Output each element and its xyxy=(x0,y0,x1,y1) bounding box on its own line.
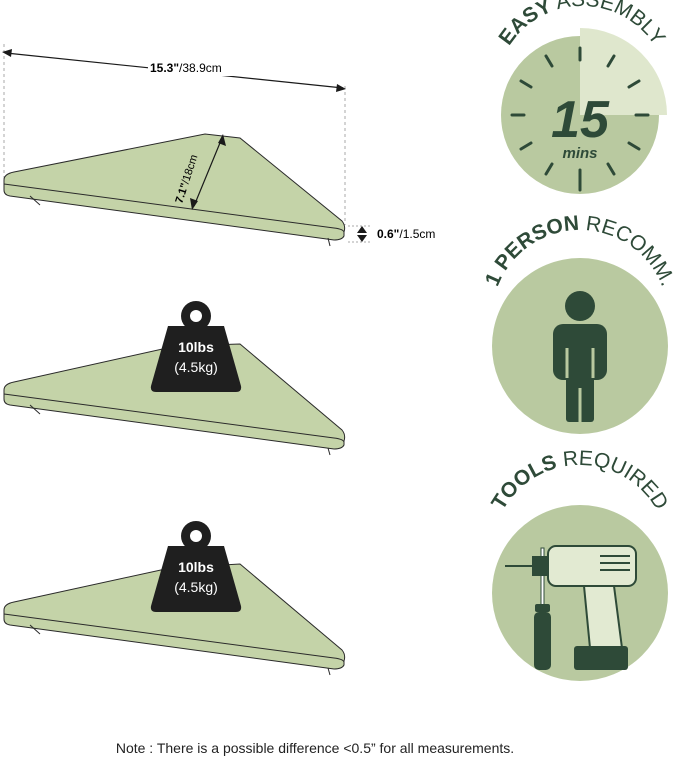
weight-badge-2: 10lbs (4.5kg) xyxy=(150,521,242,612)
clock-icon xyxy=(510,46,650,192)
assembly-unit: mins xyxy=(562,145,597,162)
drill-icon xyxy=(505,545,637,670)
width-label: 15.3"/38.9cm xyxy=(150,61,222,75)
width-arrow-right-icon xyxy=(336,84,346,92)
assembly-minutes: 15 xyxy=(551,91,610,149)
thickness-label: 0.6"/1.5cm xyxy=(377,227,435,241)
weight-kg: (4.5kg) xyxy=(174,359,218,375)
feature-tools-required: TOOLS REQUIRED xyxy=(487,447,673,681)
shelf-weight-drawing-2: 10lbs (4.5kg) xyxy=(3,521,346,676)
shelf-weight-drawing-1: 10lbs (4.5kg) xyxy=(3,301,346,456)
feature-one-person: 1 PERSON RECOMM. xyxy=(481,212,679,434)
shelf-1 xyxy=(3,133,346,241)
timer-wedge xyxy=(580,28,667,115)
tools-required-heading: TOOLS REQUIRED xyxy=(487,447,672,514)
weight-lbs: 10lbs xyxy=(178,339,214,355)
feature-easy-assembly: EASY ASSEMBLY 15 mins xyxy=(494,0,670,194)
weight-badge-1: 10lbs (4.5kg) xyxy=(150,301,242,392)
measurement-note: Note : There is a possible difference <0… xyxy=(115,740,515,756)
screwdriver-icon xyxy=(534,547,551,670)
depth-arrow-bottom-icon xyxy=(190,198,198,210)
weight-lbs: 10lbs xyxy=(178,559,214,575)
thickness-arrow-up-icon xyxy=(357,226,367,233)
shelf-dimension-drawing: 15.3"/38.9cm 7.1"/18cm 0.6"/1.5cm xyxy=(2,44,435,247)
width-arrow-left-icon xyxy=(2,49,12,57)
weight-kg: (4.5kg) xyxy=(174,579,218,595)
thickness-arrow-down-icon xyxy=(357,235,367,242)
depth-arrow-top-icon xyxy=(218,134,226,146)
depth-dimension-line xyxy=(193,137,223,207)
